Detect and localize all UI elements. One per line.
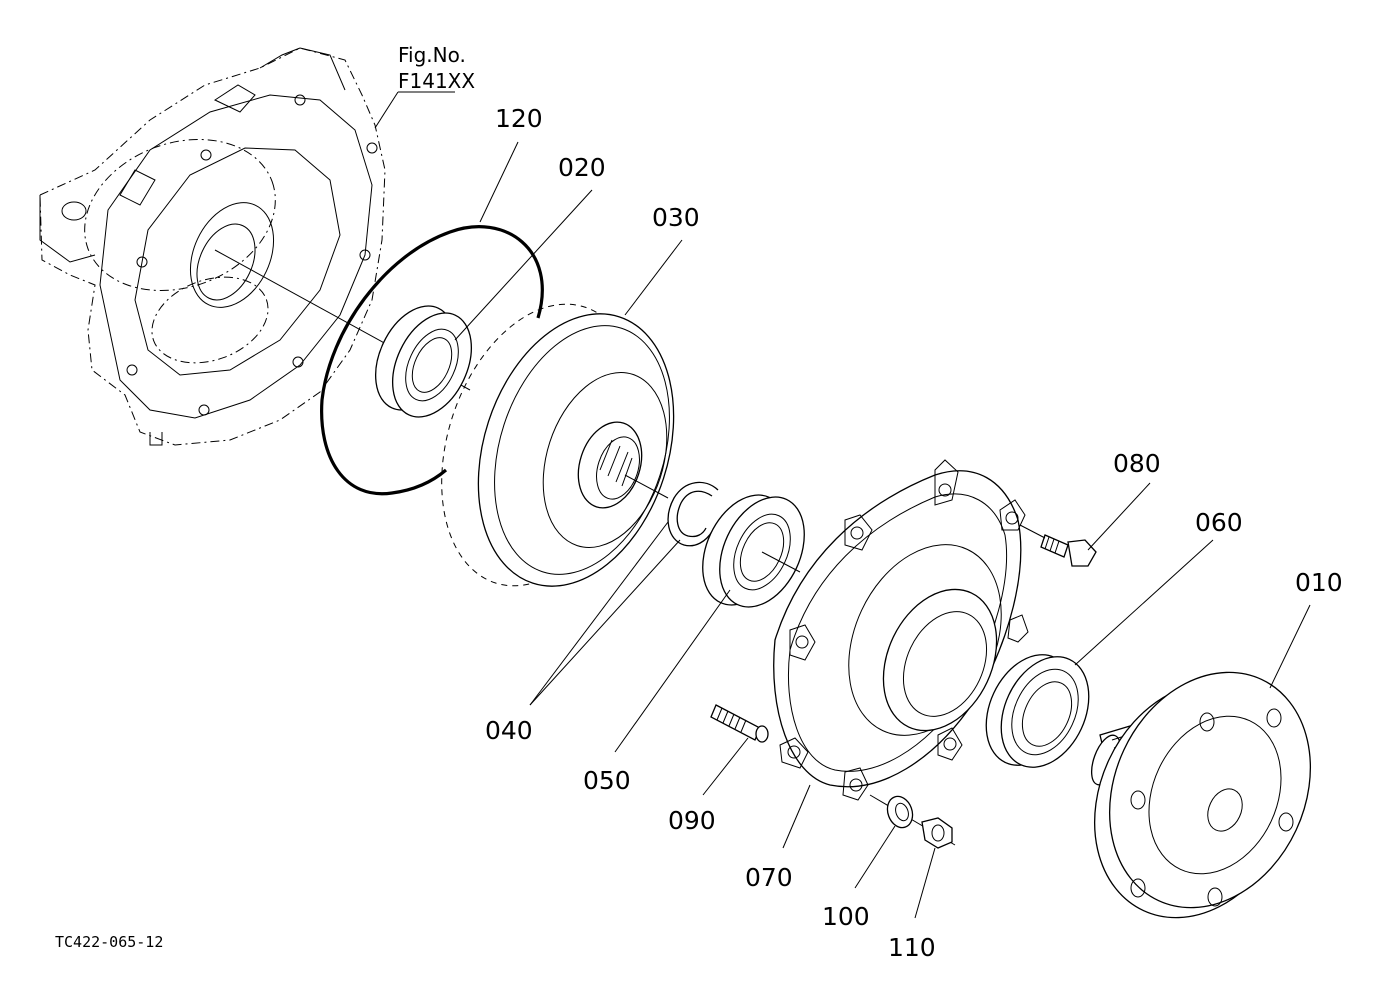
part-label-100: 100 <box>822 902 870 931</box>
drawing-code: TC422-065-12 <box>55 933 163 951</box>
axle-flange-010 <box>1090 671 1312 919</box>
oil-seal-060 <box>985 654 1090 768</box>
snap-ring-120-shape <box>320 225 544 496</box>
bolt-080 <box>1019 524 1097 567</box>
part-label-090: 090 <box>668 806 716 835</box>
part-label-020: 020 <box>558 153 606 182</box>
circlip-040 <box>667 481 719 547</box>
bearing-050 <box>702 494 805 608</box>
fig-number-label: F141XX <box>398 69 475 93</box>
stud-090 <box>710 704 769 743</box>
fig-no-label: Fig.No. <box>398 43 466 67</box>
leader-lines <box>374 91 1311 919</box>
nut-110 <box>921 817 953 849</box>
part-label-010: 010 <box>1295 568 1343 597</box>
part-label-040: 040 <box>485 716 533 745</box>
part-label-050: 050 <box>583 766 631 795</box>
cover-070 <box>773 459 1029 846</box>
part-label-110: 110 <box>888 933 936 962</box>
part-label-070: 070 <box>745 863 793 892</box>
part-label-080: 080 <box>1113 449 1161 478</box>
part-label-030: 030 <box>652 203 700 232</box>
washer-100 <box>886 795 914 829</box>
housing-phantom <box>39 47 471 446</box>
part-label-060: 060 <box>1195 508 1243 537</box>
part-label-120: 120 <box>495 104 543 133</box>
gear-030 <box>441 303 675 587</box>
bearing-020 <box>375 305 472 418</box>
